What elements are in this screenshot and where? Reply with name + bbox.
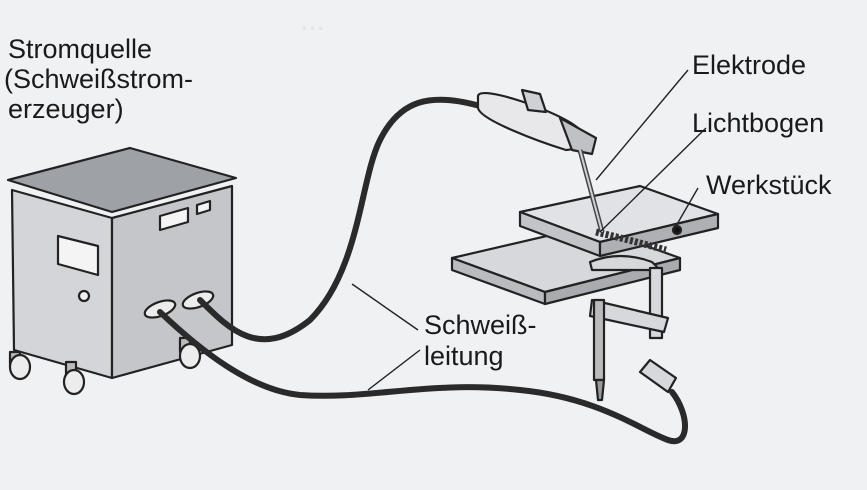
welding-power-source bbox=[6, 146, 238, 396]
ground-cable bbox=[157, 309, 688, 445]
cable-label-line2: leitung bbox=[424, 341, 504, 371]
wheel-left bbox=[8, 350, 32, 381]
arc-label: Lichtbogen bbox=[692, 108, 825, 138]
wheel-front bbox=[62, 360, 86, 396]
leader-arc bbox=[599, 127, 707, 233]
clamp bbox=[588, 254, 678, 402]
cable-label-line1: Schweiß- bbox=[424, 310, 537, 340]
workpiece-label: Werkstück bbox=[706, 170, 832, 200]
source-label-line2: (Schweißstrom- bbox=[4, 64, 194, 94]
svg-text:...: ... bbox=[300, 4, 325, 37]
machine-display bbox=[56, 234, 100, 277]
electrode-holder bbox=[476, 88, 605, 233]
leader-workpiece bbox=[675, 187, 699, 227]
machine-side bbox=[110, 184, 234, 380]
machine-switch bbox=[77, 289, 91, 303]
leader-cable-2 bbox=[367, 349, 421, 391]
workpiece-marker bbox=[671, 224, 683, 236]
electrode-label: Elektrode bbox=[692, 50, 807, 80]
leader-electrode bbox=[595, 69, 689, 181]
electrode-cable bbox=[197, 96, 483, 343]
source-label-line3: erzeuger) bbox=[8, 94, 124, 124]
welding-cables bbox=[157, 96, 688, 445]
leader-cable-1 bbox=[351, 283, 419, 331]
machine-indicator bbox=[195, 199, 212, 216]
machine-top bbox=[6, 146, 238, 214]
leader-lines bbox=[351, 69, 707, 391]
weld-seam bbox=[595, 228, 667, 254]
machine-meter bbox=[158, 206, 190, 232]
machine-front bbox=[10, 188, 114, 380]
ground-clamp bbox=[638, 358, 678, 394]
source-label-line1: Stromquelle bbox=[8, 34, 153, 64]
